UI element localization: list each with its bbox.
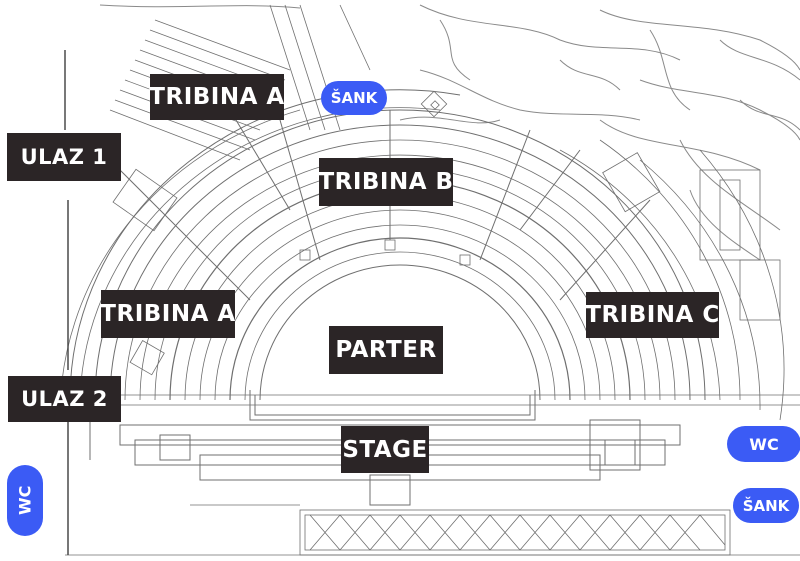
zone-tribina-c[interactable]: TRIBINA C xyxy=(585,292,719,338)
zone-parter[interactable]: PARTER xyxy=(329,326,443,374)
zone-tribina-a-lower[interactable]: TRIBINA A xyxy=(100,290,235,338)
zone-tribina-a-upper[interactable]: TRIBINA A xyxy=(149,74,284,120)
stair-blocks xyxy=(112,90,781,376)
zone-tribina-b[interactable]: TRIBINA B xyxy=(318,158,453,206)
aisles xyxy=(119,109,651,301)
boundary-lines xyxy=(64,50,69,555)
entrance-ulaz-1[interactable]: ULAZ 1 xyxy=(7,133,121,181)
zone-stage[interactable]: STAGE xyxy=(341,426,429,473)
restroom-wc-left[interactable]: WC xyxy=(7,465,43,536)
bar-sank-lower[interactable]: ŠANK xyxy=(733,488,799,523)
bar-sank-upper[interactable]: ŠANK xyxy=(321,81,387,115)
restroom-wc-right[interactable]: WC xyxy=(727,426,800,462)
stage-structure xyxy=(60,390,800,506)
entrance-ulaz-2[interactable]: ULAZ 2 xyxy=(8,376,121,422)
terrain-contours xyxy=(99,4,800,261)
lower-building xyxy=(65,504,800,556)
